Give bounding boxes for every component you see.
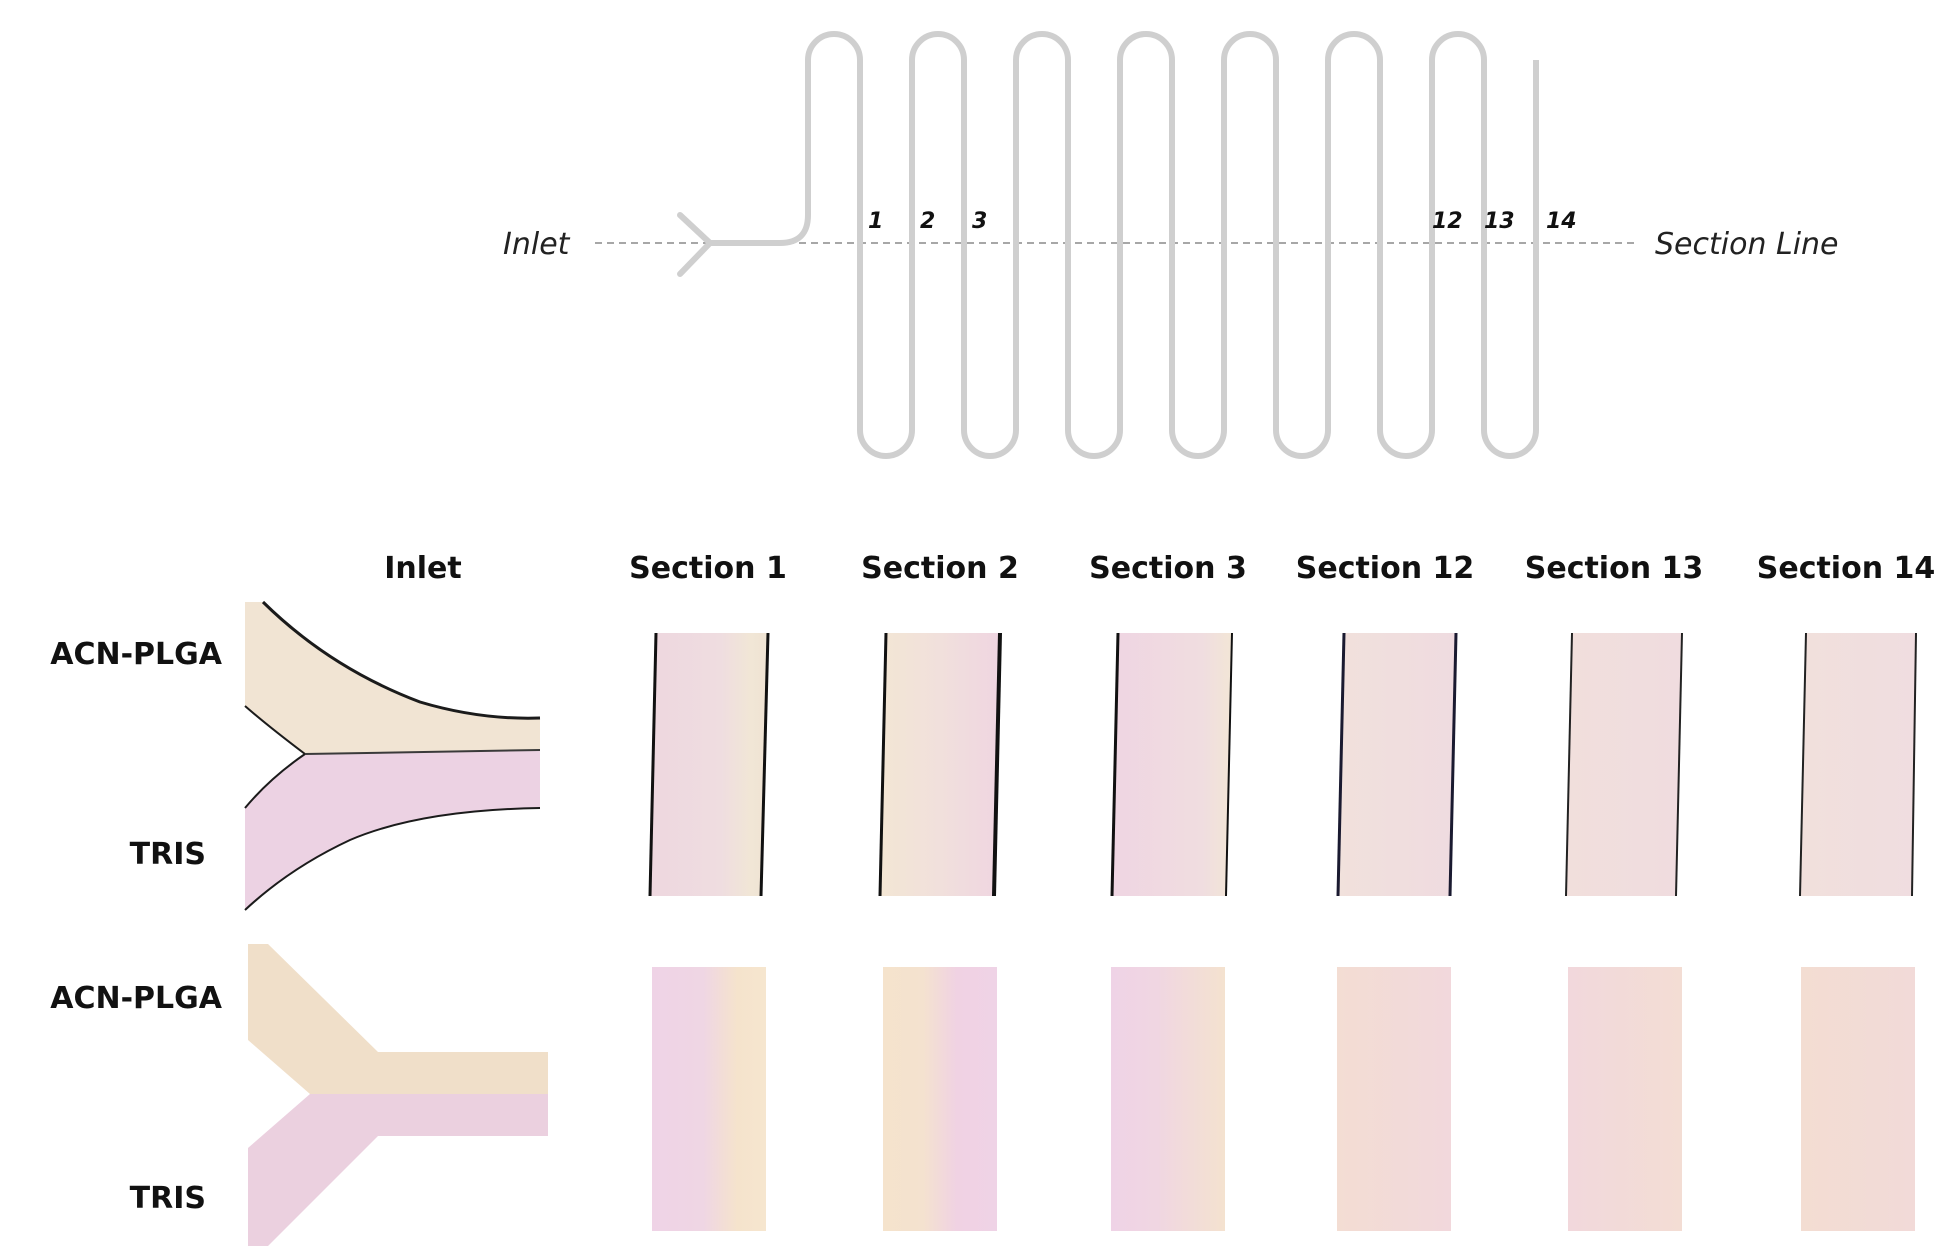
header-section-12: Section 12 xyxy=(1296,551,1475,586)
row-label-model-tris: TRIS xyxy=(130,1181,206,1216)
model-section-2 xyxy=(883,967,997,1231)
photo-section-1 xyxy=(648,632,770,897)
model-section-3 xyxy=(1111,967,1225,1231)
section-number-3: 3 xyxy=(972,209,987,234)
model-inlet xyxy=(248,944,548,1246)
inlet-junction xyxy=(677,57,811,277)
row-label-photo-acn: ACN-PLGA xyxy=(50,637,223,672)
row-labels: ACN-PLGA TRIS ACN-PLGA TRIS xyxy=(50,637,223,1216)
header-inlet: Inlet xyxy=(384,551,462,586)
header-section-3: Section 3 xyxy=(1089,551,1247,586)
row-label-model-acn: ACN-PLGA xyxy=(50,981,223,1016)
channel-schematic: Inlet Section Line 1 2 3 12 13 14 xyxy=(503,31,1839,459)
photo-section-13 xyxy=(1565,632,1683,897)
header-section-13: Section 13 xyxy=(1525,551,1704,586)
model-section-13 xyxy=(1568,967,1682,1231)
section-number-14: 14 xyxy=(1546,209,1577,234)
header-section-1: Section 1 xyxy=(629,551,787,586)
model-section-12 xyxy=(1337,967,1451,1231)
section-number-1: 1 xyxy=(868,209,883,234)
model-section-1 xyxy=(652,967,766,1231)
photo-inlet xyxy=(244,600,541,911)
model-section-14 xyxy=(1801,967,1915,1231)
photo-section-2 xyxy=(878,632,1002,897)
column-headers: Inlet Section 1 Section 2 Section 3 Sect… xyxy=(384,551,1935,586)
header-section-2: Section 2 xyxy=(861,551,1019,586)
serpentine-channel xyxy=(805,31,1539,459)
section-number-13: 13 xyxy=(1484,209,1515,234)
section-number-2: 2 xyxy=(920,209,935,234)
inlet-label: Inlet xyxy=(503,227,571,262)
row-label-photo-tris: TRIS xyxy=(130,837,206,872)
section-number-12: 12 xyxy=(1432,209,1463,234)
section-line-label: Section Line xyxy=(1655,227,1839,262)
photo-section-3 xyxy=(1110,632,1233,897)
photo-section-14 xyxy=(1799,632,1917,897)
photo-section-12 xyxy=(1336,632,1458,897)
header-section-14: Section 14 xyxy=(1757,551,1936,586)
